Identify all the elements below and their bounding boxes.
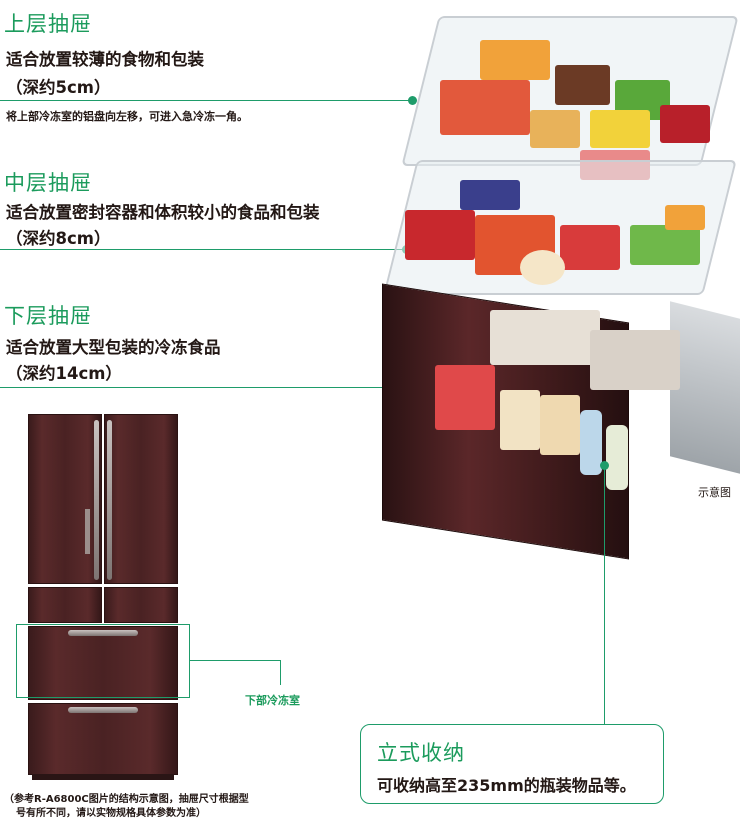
food-bottle-2 [606,425,628,490]
bottle-leader-line [604,465,605,724]
food-karaage-bag [435,365,495,430]
food-bread-loaf-2 [540,395,580,455]
footnote-line-1: （参考R-A6800C图片的结构示意图，抽屉尺寸根据型 [4,794,249,805]
fridge-lower-freezer [28,626,178,700]
food-salmon [440,80,530,135]
middle-drawer-description: 适合放置密封容器和体积较小的食品和包装 [6,203,320,222]
callout-body: 可收纳高至235mm的瓶装物品等。 [377,776,636,795]
footnote-line-2: 号有所不同，请以实物规格具体参数为准） [16,808,206,819]
middle-drawer-title: 中层抽屉 [4,171,92,195]
food-fries [665,205,705,230]
food-meatballs [555,65,610,105]
refrigerator [28,414,178,780]
upper-drawer-title: 上层抽屉 [4,12,92,36]
upper-drawer-leader-dot [408,96,417,105]
food-bread [530,110,580,148]
food-pino-box [405,210,475,260]
food-bottle [580,410,602,475]
lower-drawer-rail [670,301,740,474]
fridge-upper-freezer-drawer [104,587,178,623]
fridge-left-handle [94,420,99,580]
food-packs [490,310,600,365]
fridge-freezer-handle [68,630,138,636]
fridge-control-panel [85,509,90,554]
food-corn [590,110,650,148]
fridge-right-handle [107,420,112,580]
food-meat [560,225,620,270]
food-bread-loaf [500,390,540,450]
food-snack-box [460,180,520,210]
illustration-label: 示意图 [698,486,731,499]
food-ramen-packs [590,330,680,390]
freezer-label: 下部冷冻室 [245,694,300,707]
upper-drawer-description: 适合放置较薄的食物和包装 [6,50,204,69]
middle-drawer-depth: （深约8cm） [6,229,111,248]
food-shrimp [480,40,550,80]
fridge-vegetable-handle [68,707,138,713]
fridge-ice-drawer [28,587,102,623]
freezer-leader-line [190,660,280,661]
upper-drawer-depth: （深约5cm） [6,78,111,97]
food-package [660,105,710,143]
middle-drawer-leader-line [0,249,408,250]
upper-drawer-note: 将上部冷冻室的铝盘向左移，可进入急冷冻一角。 [6,110,248,123]
fridge-base [32,774,174,780]
fridge-left-door [28,414,102,584]
freezer-leader-line-v [280,660,281,685]
lower-drawer-title: 下层抽屉 [4,304,92,328]
food-veggies [630,225,700,265]
fridge-right-door [104,414,178,584]
callout-title: 立式收纳 [377,741,465,765]
food-ice-cream-cup [520,250,565,285]
freezer-highlight-box [16,624,190,698]
lower-drawer-depth: （深约14cm） [6,364,122,383]
fridge-vegetable-drawer [28,703,178,775]
upright-storage-callout: 立式收纳 可收纳高至235mm的瓶装物品等。 [360,724,664,804]
upper-drawer-leader-line [0,100,412,101]
drawer-illustration [380,10,750,560]
lower-drawer-leader-line [0,387,404,388]
lower-drawer-description: 适合放置大型包装的冷冻食品 [6,338,221,357]
